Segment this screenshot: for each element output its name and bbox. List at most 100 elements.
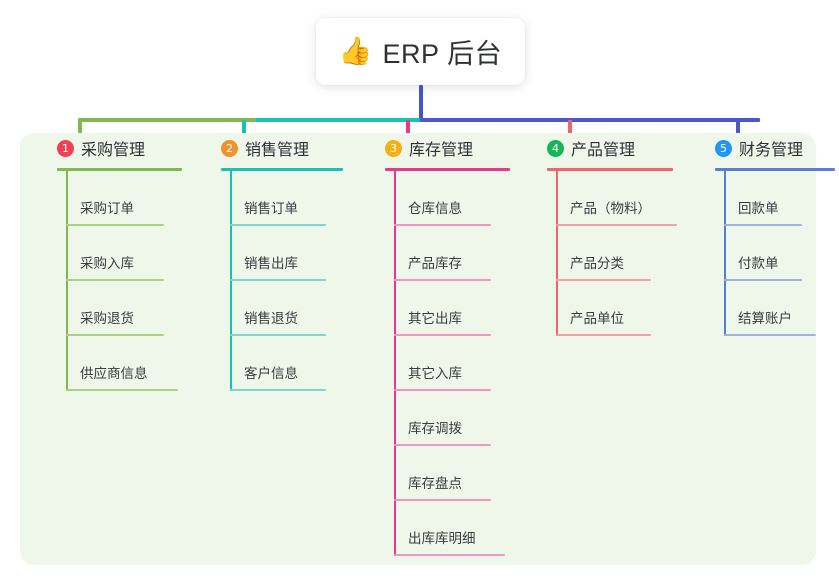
menu-item-rule — [394, 224, 491, 226]
column-title: 销售管理 — [245, 142, 310, 159]
menu-item-label: 库存调拨 — [408, 421, 462, 436]
menu-item-rule — [66, 334, 164, 336]
column-库存管理: 3 库存管理仓库信息产品库存其它出库其它入库库存调拨库存盘点出库库明细 — [368, 133, 520, 556]
menu-item-label: 库存盘点 — [408, 476, 462, 491]
column-items: 产品（物料） 产品分类产品单位 — [530, 171, 690, 336]
menu-item[interactable]: 出库库明细 — [368, 501, 520, 556]
column-产品管理: 4 产品管理产品（物料） 产品分类产品单位 — [530, 133, 690, 336]
column-header-4[interactable]: 4 产品管理 — [530, 133, 690, 163]
column-number-badge: 1 — [57, 139, 74, 157]
root-node-content: 👍 ERP 后台 — [339, 32, 502, 71]
column-title-rule — [385, 168, 510, 171]
column-number-badge: 3 — [385, 139, 402, 157]
root-node[interactable]: 👍 ERP 后台 — [316, 18, 525, 85]
menu-item-rule — [724, 279, 802, 281]
menu-item-rule — [66, 224, 164, 226]
column-title: 库存管理 — [409, 142, 474, 159]
menu-item[interactable]: 其它出库 — [368, 281, 520, 336]
menu-item-label: 付款单 — [738, 256, 779, 271]
menu-item-rule — [230, 279, 326, 281]
menu-item[interactable]: 产品库存 — [368, 226, 520, 281]
menu-item-label: 销售退货 — [244, 311, 298, 326]
menu-item-label: 销售订单 — [244, 201, 298, 216]
menu-item[interactable]: 产品单位 — [530, 281, 690, 336]
column-number-badge: 4 — [547, 139, 564, 157]
menu-item-label: 采购入库 — [80, 256, 134, 271]
menu-item[interactable]: 其它入库 — [368, 336, 520, 391]
root-title: ERP 后台 — [382, 39, 503, 69]
menu-item-label: 仓库信息 — [408, 201, 462, 216]
menu-item-rule — [230, 224, 326, 226]
menu-item[interactable]: 采购退货 — [40, 281, 190, 336]
menu-item-label: 产品（物料） — [570, 201, 651, 216]
column-header-3[interactable]: 3 库存管理 — [368, 133, 520, 163]
column-title-rule — [221, 168, 343, 171]
menu-item-rule — [556, 279, 651, 281]
menu-item[interactable]: 销售出库 — [204, 226, 354, 281]
menu-item[interactable]: 供应商信息 — [40, 336, 190, 391]
menu-item[interactable]: 采购入库 — [40, 226, 190, 281]
menu-item-label: 其它出库 — [408, 311, 462, 326]
column-items: 采购订单采购入库采购退货供应商信息 — [40, 171, 190, 391]
menu-item-rule — [66, 389, 178, 391]
menu-item[interactable]: 结算账户 — [698, 281, 838, 336]
thumbs-up-icon: 👍 — [338, 36, 373, 66]
column-spine — [394, 171, 396, 556]
menu-item[interactable]: 销售订单 — [204, 171, 354, 226]
menu-item[interactable]: 产品（物料） — [530, 171, 690, 226]
menu-item-rule — [556, 334, 651, 336]
menu-item-label: 产品分类 — [570, 256, 624, 271]
menu-item-label: 产品库存 — [408, 256, 462, 271]
columns-panel: 1 采购管理采购订单采购入库采购退货供应商信息 2 销售管理销售订单销售出库销售退货客… — [20, 133, 835, 565]
menu-item-rule — [394, 334, 491, 336]
column-spine — [556, 171, 558, 336]
column-spine — [230, 171, 232, 391]
column-销售管理: 2 销售管理销售订单销售出库销售退货客户信息 — [204, 133, 354, 391]
menu-item[interactable]: 回款单 — [698, 171, 838, 226]
column-header-5[interactable]: 5 财务管理 — [698, 133, 838, 163]
menu-item-label: 客户信息 — [244, 366, 298, 381]
column-title: 财务管理 — [739, 142, 804, 159]
bar-green — [78, 118, 258, 122]
menu-item[interactable]: 库存盘点 — [368, 446, 520, 501]
menu-item[interactable]: 产品分类 — [530, 226, 690, 281]
menu-item-label: 供应商信息 — [80, 366, 148, 381]
menu-item[interactable]: 付款单 — [698, 226, 838, 281]
column-采购管理: 1 采购管理采购订单采购入库采购退货供应商信息 — [40, 133, 190, 391]
column-items: 回款单付款单结算账户 — [698, 171, 838, 336]
menu-item[interactable]: 仓库信息 — [368, 171, 520, 226]
menu-item-rule — [230, 334, 326, 336]
menu-item-rule — [230, 389, 326, 391]
bar-blue — [420, 118, 760, 122]
menu-item-rule — [394, 279, 491, 281]
menu-item-rule — [394, 444, 491, 446]
column-number-badge: 5 — [715, 139, 732, 157]
menu-item-label: 回款单 — [738, 201, 779, 216]
menu-item-label: 其它入库 — [408, 366, 462, 381]
column-title-rule — [715, 168, 835, 171]
column-items: 销售订单销售出库销售退货客户信息 — [204, 171, 354, 391]
menu-item-rule — [394, 554, 505, 556]
root-trunk-connector — [419, 85, 423, 120]
menu-item-rule — [556, 224, 677, 226]
column-title: 产品管理 — [571, 142, 636, 159]
column-spine — [724, 171, 726, 336]
column-header-1[interactable]: 1 采购管理 — [40, 133, 190, 163]
column-items: 仓库信息产品库存其它出库其它入库库存调拨库存盘点出库库明细 — [368, 171, 520, 556]
menu-item[interactable]: 采购订单 — [40, 171, 190, 226]
menu-item[interactable]: 销售退货 — [204, 281, 354, 336]
column-财务管理: 5 财务管理回款单付款单结算账户 — [698, 133, 838, 336]
column-header-2[interactable]: 2 销售管理 — [204, 133, 354, 163]
menu-item[interactable]: 库存调拨 — [368, 391, 520, 446]
menu-item-label: 采购订单 — [80, 201, 134, 216]
menu-item[interactable]: 客户信息 — [204, 336, 354, 391]
menu-item-rule — [394, 389, 491, 391]
column-number-badge: 2 — [221, 139, 238, 157]
menu-item-rule — [66, 279, 164, 281]
column-spine — [66, 171, 68, 391]
menu-item-label: 产品单位 — [570, 311, 624, 326]
column-title: 采购管理 — [81, 142, 146, 159]
menu-item-rule — [394, 499, 491, 501]
column-title-rule — [547, 168, 673, 171]
